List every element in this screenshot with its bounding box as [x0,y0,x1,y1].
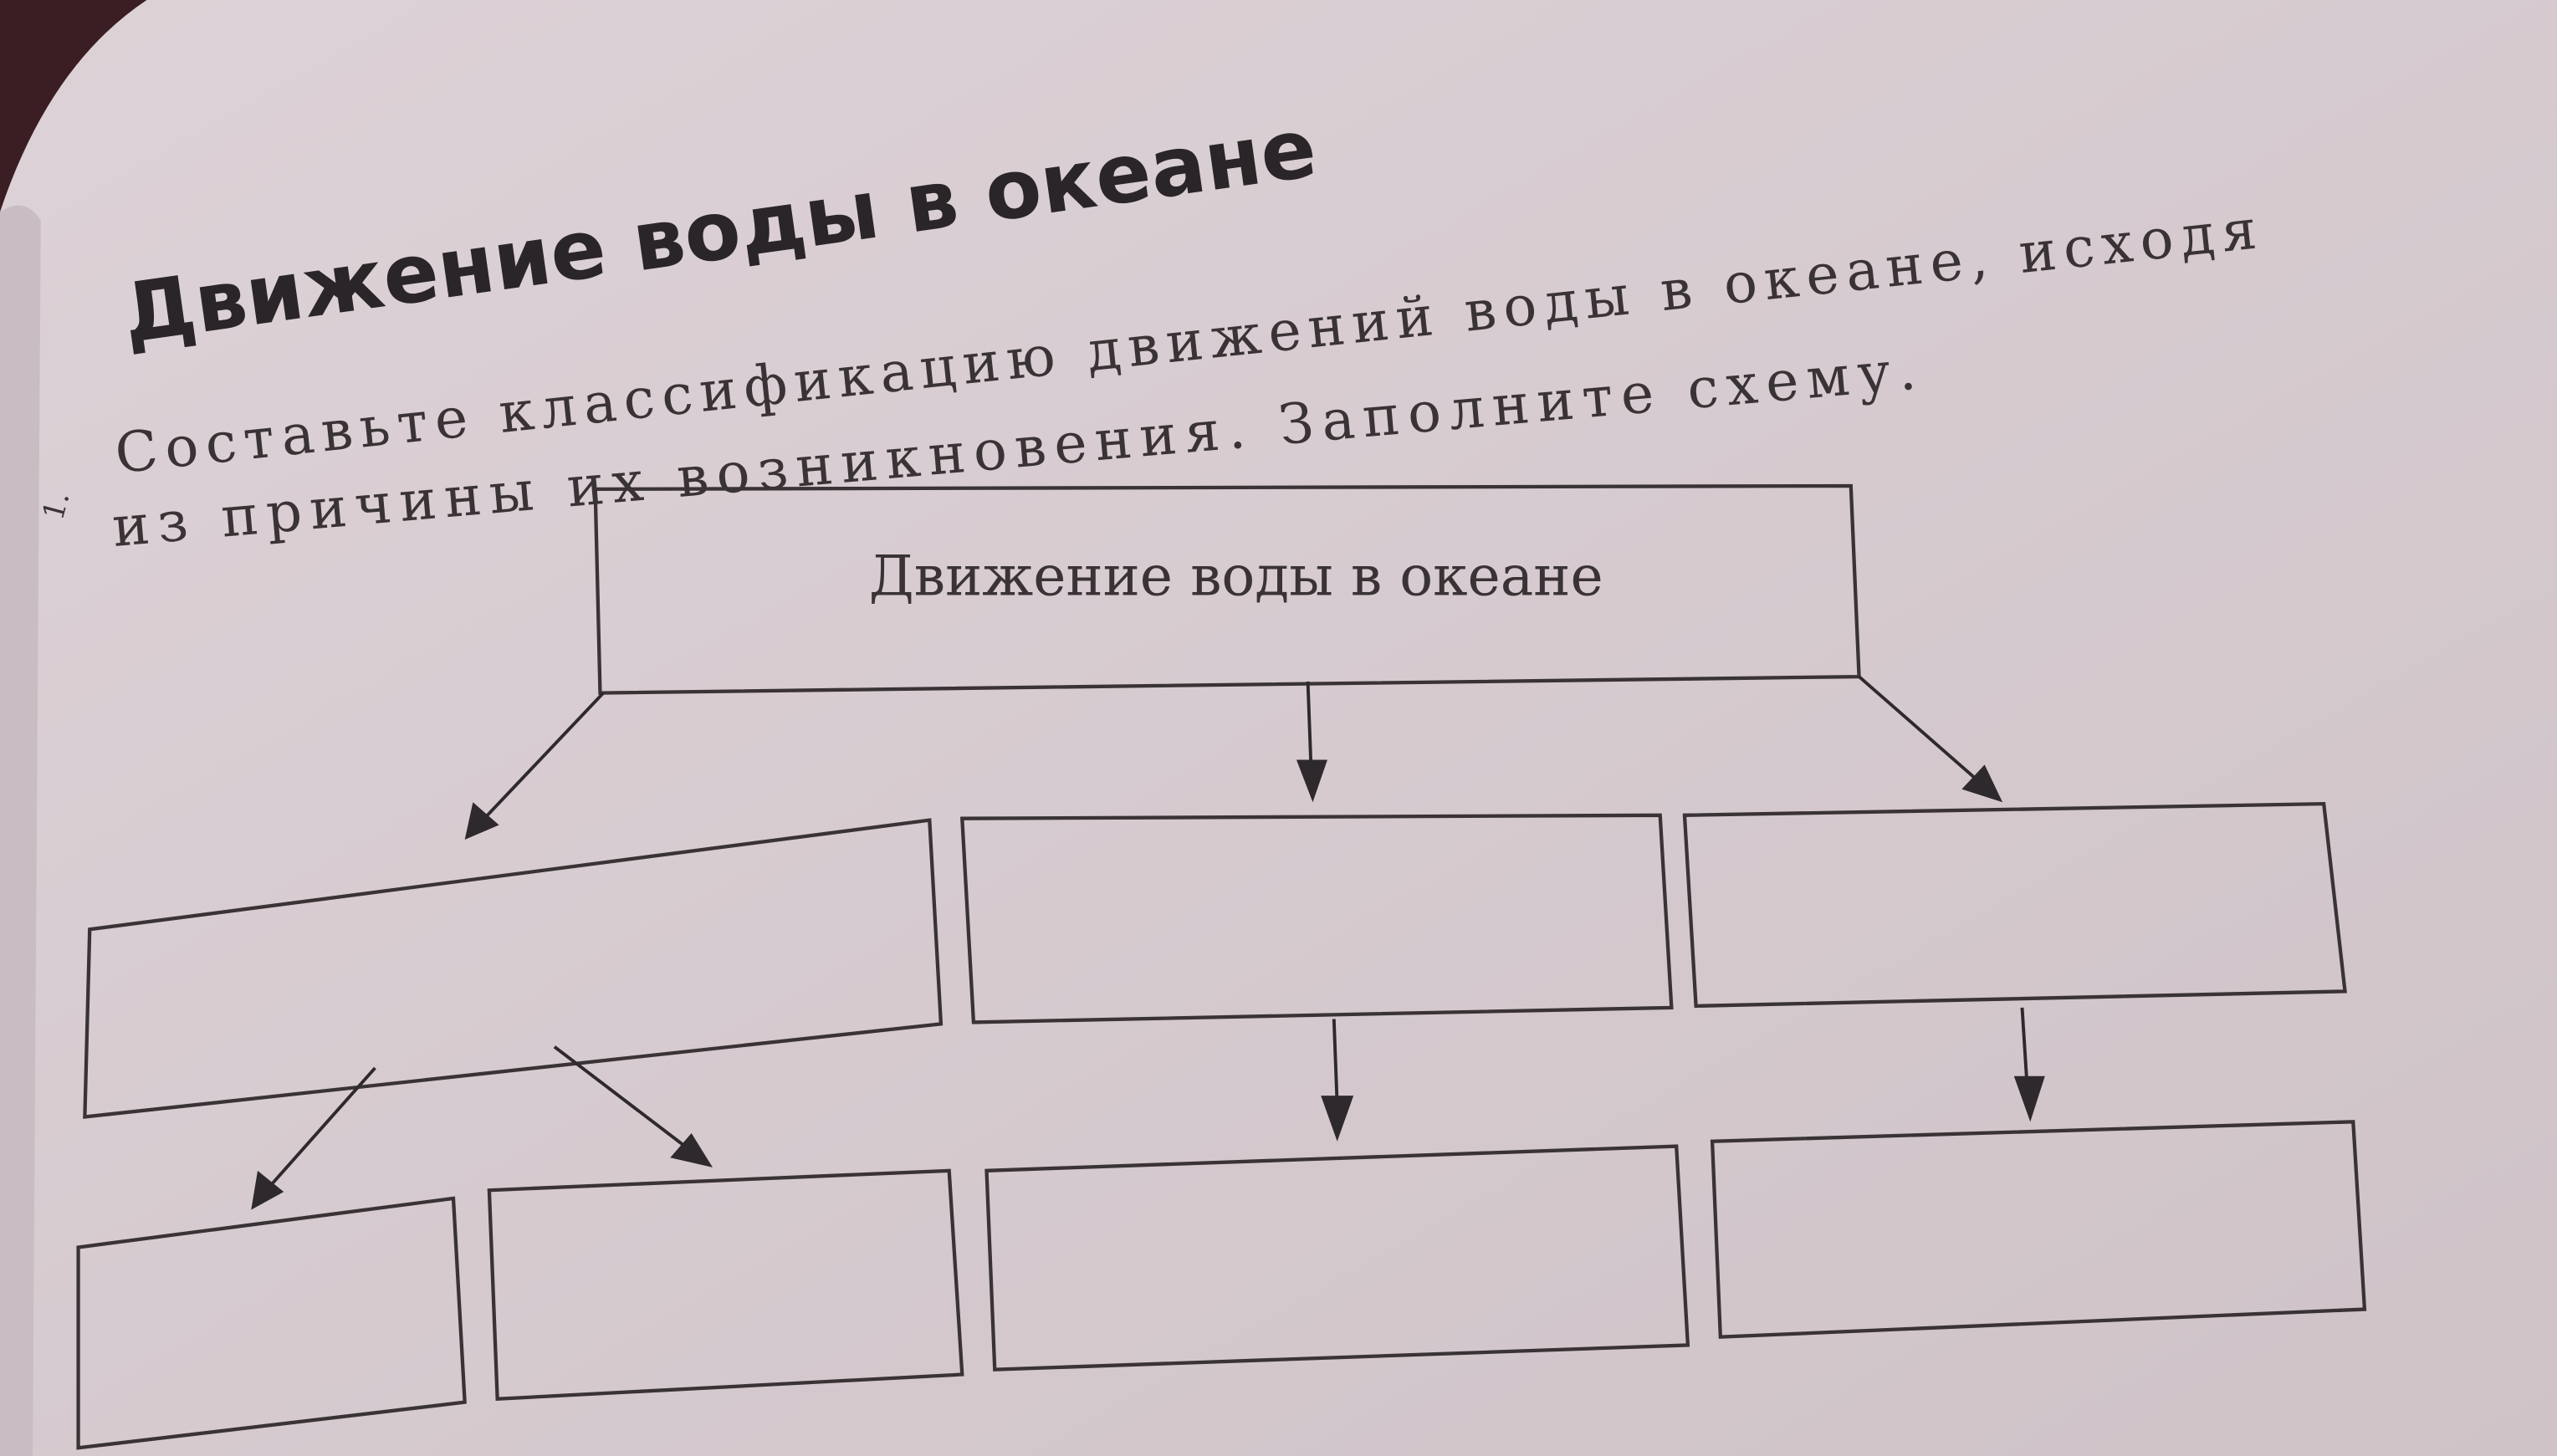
arrow-root-to-right [1858,675,2003,803]
arrow-middle-down [1321,1019,1354,1142]
arrow-right-down [2013,1007,2045,1122]
root-box-label: Движение воды в океане [869,544,1603,609]
arrow-left-to-sub1 [251,1066,376,1210]
arrow-root-to-middle [1296,681,1327,803]
page-edge [0,205,41,1456]
diagram: Движение воды в океане [76,483,2367,1450]
level2-box-1[interactable] [83,818,944,1119]
level3-box-3[interactable] [984,1144,1690,1372]
arrow-root-to-left [464,692,605,840]
level2-box-3[interactable] [1682,801,2347,1009]
level2-box-2[interactable] [960,813,1674,1024]
level3-box-4[interactable] [1710,1120,2367,1339]
level3-box-1[interactable] [76,1196,467,1450]
arrow-left-to-sub2 [553,1045,713,1167]
level3-box-2[interactable] [487,1168,964,1402]
